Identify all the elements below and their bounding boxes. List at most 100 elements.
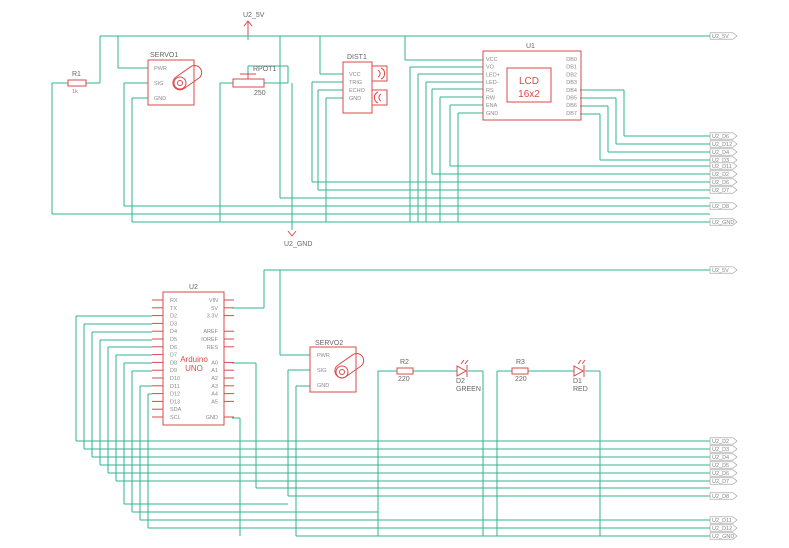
servo1-pin-gnd: GND [154, 96, 166, 102]
lcd-right-pin-6: DB6 [566, 103, 577, 109]
servo1-pin-pwr: PWR [154, 66, 167, 72]
servo1-pin-sig: SIG [154, 81, 163, 87]
uno-title-2: UNO [185, 364, 203, 373]
ultrasonic-dist1: DIST1 VCC TRIG ECHO GND [342, 54, 388, 114]
resistor-r2: R2 220 [396, 359, 414, 383]
r2-label: R2 [400, 359, 409, 366]
uno-left-pin-8: D8 [170, 360, 177, 366]
r1-value: 1k [72, 89, 78, 95]
lcd-left-pin-6: ENA [486, 103, 498, 109]
wave-out-icon [377, 67, 386, 80]
net-tag: U2_5V [709, 32, 738, 40]
dist-pin-vcc: VCC [349, 72, 361, 78]
dist-label: DIST1 [347, 54, 367, 61]
uno-left-pin-14: SDA [170, 407, 182, 413]
net-tag-label: U2_D11 [712, 518, 732, 524]
net-tag-label: U2_D7 [712, 188, 729, 194]
uno-title-1: Arduino [180, 355, 208, 364]
uno-left-pin-15: SCL [170, 415, 181, 421]
net-tag-label: U2_GND [712, 220, 734, 226]
lcd-left-pin-5: RW [486, 96, 496, 102]
lcd-right-pin-1: DB1 [566, 65, 577, 71]
net-tag: U2_D11 [709, 516, 738, 524]
uno-left-pin-9: D9 [170, 368, 177, 374]
net-tag-label: U2_5V [712, 34, 729, 40]
net-tags-top: U2_5VU2_D6U2_D12U2_D4U2_D3U2_D11U2_D2U2_… [709, 32, 738, 226]
net-tag-label: U2_D3 [712, 158, 729, 164]
r3-value: 220 [515, 376, 527, 383]
servo2-horn-icon [334, 353, 365, 379]
dist-pin-trig: TRIG [349, 80, 362, 86]
resistor-r1: R1 1k [67, 71, 87, 95]
net-tag-label: U2_D8 [712, 204, 729, 210]
uno-left-pin-11: D11 [170, 384, 180, 390]
net-tag-label: U2_D6 [712, 134, 729, 140]
servo2-pin-gnd: GND [317, 383, 329, 389]
servo2-pin-sig: SIG [317, 368, 326, 374]
uno-right-pin-13: A5 [211, 399, 218, 405]
net-tag-label: U2_D4 [712, 455, 729, 461]
net-tag-label: U2_D12 [712, 526, 732, 532]
servo2-label: SERVO2 [315, 340, 343, 347]
net-tag: U2_5V [709, 266, 738, 274]
lcd-right-pin-3: DB3 [566, 80, 577, 86]
uno-right-pin-12: A4 [211, 392, 218, 398]
net-tag: U2_D2 [709, 437, 738, 445]
uno-right-pin-6: RES [207, 345, 219, 351]
net-tag-label: U2_D7 [712, 479, 729, 485]
uno-right-pin-10: A2 [211, 376, 218, 382]
lcd-right-pin-5: DB5 [566, 96, 577, 102]
net-tag: U2_D7 [709, 186, 738, 194]
net-tag: U2_D3 [709, 156, 738, 164]
lcd-right-pin-7: DB7 [566, 111, 577, 117]
lcd-left-pin-1: VO [486, 65, 495, 71]
lcd-title-1: LCD [519, 76, 539, 87]
uno-left-pin-10: D10 [170, 376, 180, 382]
net-tag-label: U2_5V [712, 268, 729, 274]
lcd-right-pin-2: DB2 [566, 72, 577, 78]
bottom-circuit: U2 Arduino UNO RXTXD2D3D4D5D6D7D8D9D10D1… [75, 266, 738, 540]
net-tag-label: U2_D8 [712, 494, 729, 500]
lcd-right-pin-0: DB0 [566, 57, 577, 63]
top-wires [51, 35, 710, 230]
ground-symbol: U2_GND [284, 230, 312, 248]
servo1: SERVO1 PWR SIG GND [147, 52, 203, 106]
uno-left-pin-7: D7 [170, 353, 177, 359]
net-tag: U2_D8 [709, 492, 738, 500]
r3-label: R3 [516, 359, 525, 366]
uno-ref-label: U2 [189, 284, 198, 291]
net-tag: U2_D4 [709, 148, 738, 156]
uno-left-pin-0: RX [170, 298, 178, 304]
net-tag-label: U2_D5 [712, 463, 729, 469]
net-tag-label: U2_D2 [712, 172, 729, 178]
net-tags-bottom: U2_5VU2_D2U2_D3U2_D4U2_D5U2_D6U2_D7U2_D8… [709, 266, 738, 540]
lcd-left-pin-2: LED+ [486, 72, 500, 78]
net-tag: U2_D6 [709, 132, 738, 140]
net-tag-label: U2_D12 [712, 142, 732, 148]
lcd-title-2: 16x2 [518, 89, 540, 100]
uno-right-pin-0: VIN [209, 298, 218, 304]
net-tag: U2_D5 [709, 461, 738, 469]
uno-right-pin-5: IOREF [201, 337, 218, 343]
net-tag: U2_D4 [709, 453, 738, 461]
net-tag-label: U2_GND [712, 534, 734, 540]
net-tag: U2_D8 [709, 202, 738, 210]
uno-left-pin-2: D2 [170, 314, 177, 320]
net-tag-label: U2_D2 [712, 439, 729, 445]
uno-right-pin-8: A0 [211, 360, 218, 366]
transmitter-icon [371, 65, 388, 82]
uno-left-pin-3: D3 [170, 321, 177, 327]
servo1-label: SERVO1 [150, 52, 178, 59]
lcd-left-pin-3: LED- [486, 80, 499, 86]
potentiometer-rpot1: RPOT1 250 [232, 66, 276, 97]
uno-left-pin-1: TX [170, 306, 177, 312]
uno-left-pin-6: D6 [170, 345, 177, 351]
lcd-left-pin-0: VCC [486, 57, 498, 63]
led-d2: D2 GREEN [456, 359, 481, 393]
net-tag-label: U2_D6 [712, 180, 729, 186]
net-tag-label: U2_D4 [712, 150, 729, 156]
ground-label: U2_GND [284, 241, 312, 248]
